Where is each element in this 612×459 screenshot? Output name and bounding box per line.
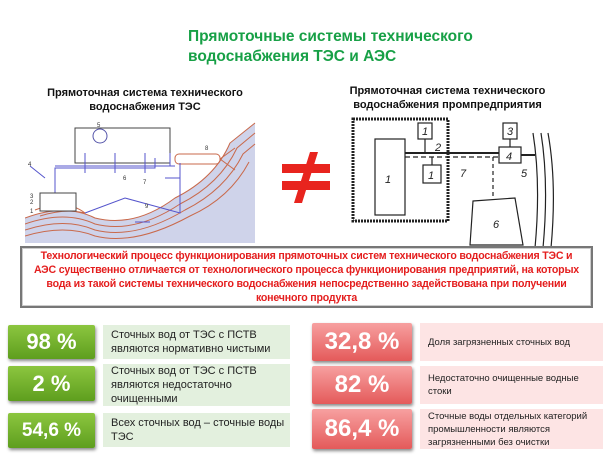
diagram-label: 2 xyxy=(30,200,34,206)
statement-box: Технологический процесс функционирования… xyxy=(20,246,593,308)
diagram-label: 8 xyxy=(205,146,209,152)
diagram-label: 1 xyxy=(385,174,391,186)
red-stat-value: 32,8 % xyxy=(312,323,412,361)
pumping-station xyxy=(39,192,77,212)
river xyxy=(25,123,255,243)
green-stat-text: Сточных вод от ТЭС с ПСТВ являются недос… xyxy=(103,364,290,406)
diagram-label: 1 xyxy=(422,126,428,138)
turbine-hall xyxy=(74,127,171,164)
slide-title: Прямоточные системы технического водосна… xyxy=(188,28,473,65)
diagram-label: 9 xyxy=(145,204,149,210)
not-equal-icon xyxy=(282,152,330,203)
red-stat-text: Сточные воды отдельных категорий промышл… xyxy=(420,409,603,449)
diagram-label: 4 xyxy=(506,151,512,163)
left-panel-title: Прямоточная система технического водосна… xyxy=(47,87,243,113)
diagram-label: 3 xyxy=(507,126,514,138)
diagram-label: 4 xyxy=(28,162,32,168)
statement-text: Технологический процесс функционирования… xyxy=(34,250,579,304)
diagram-label: 7 xyxy=(460,168,467,180)
right-panel-title: Прямоточная система технического водосна… xyxy=(349,85,546,111)
industrial-water-supply-diagram: 1 1 1 2 3 4 5 6 7 xyxy=(351,117,554,248)
diagram-label: 5 xyxy=(97,123,101,129)
green-stat-value: 2 % xyxy=(8,366,95,401)
green-stat-text: Всех сточных вод – сточные воды ТЭС xyxy=(103,413,290,447)
red-stat-text: Доля загрязненных сточных вод xyxy=(420,323,603,361)
diagram-label: 5 xyxy=(521,168,528,180)
red-stat-value: 86,4 % xyxy=(312,409,412,449)
diagram-label: 2 xyxy=(434,142,441,154)
diagram-label: 3 xyxy=(30,194,34,200)
red-stat-text: Недостаточно очищенные водные стоки xyxy=(420,366,603,404)
green-stat-value: 54,6 % xyxy=(8,413,95,448)
diagram-label: 6 xyxy=(493,219,500,231)
red-stat-value: 82 % xyxy=(312,366,412,404)
green-stat-text: Сточных вод от ТЭС с ПСТВ являются норма… xyxy=(103,325,290,359)
tps-water-supply-diagram: 5 4 6 7 8 3 2 1 9 xyxy=(25,122,256,243)
diagram-label: 7 xyxy=(143,180,147,186)
diagram-label: 1 xyxy=(30,209,34,215)
diagram-label: 1 xyxy=(428,170,434,182)
diagram-label: 6 xyxy=(123,176,127,182)
green-stat-value: 98 % xyxy=(8,325,95,359)
